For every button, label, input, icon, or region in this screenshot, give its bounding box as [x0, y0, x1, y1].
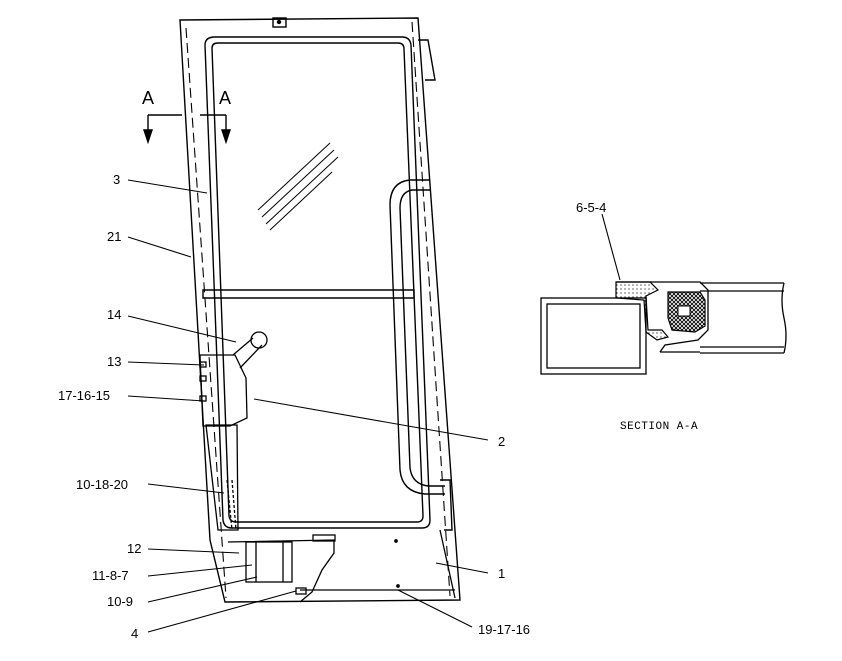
callout-2: 2	[498, 434, 505, 449]
window-frame	[202, 36, 431, 529]
callout-3: 3	[113, 172, 120, 187]
section-callout-6-5-4: 6-5-4	[576, 200, 606, 215]
callout-1: 1	[498, 566, 505, 581]
section-marker-left: A	[142, 88, 154, 108]
callout-4: 4	[131, 626, 138, 641]
grab-handle	[389, 179, 445, 495]
leader-lines	[127, 179, 621, 633]
bottom-box	[227, 529, 456, 603]
callout-21: 21	[107, 229, 121, 244]
section-title: SECTION A-A	[620, 421, 698, 433]
section-a-a-detail	[540, 281, 787, 375]
callout-14: 14	[107, 307, 121, 322]
callout-11-8-7: 11-8-7	[92, 568, 129, 583]
callout-17-16-15: 17-16-15	[58, 388, 110, 403]
section-marker-right: A	[219, 88, 231, 108]
callout-19-17-16: 19-17-16	[478, 622, 530, 637]
callout-10-18-20: 10-18-20	[76, 477, 128, 492]
door-outline	[179, 17, 461, 603]
section-seal	[615, 281, 706, 341]
callout-13: 13	[107, 354, 121, 369]
glass-reflection-lines	[257, 142, 339, 231]
callout-12: 12	[127, 541, 141, 556]
section-cut-marker	[143, 114, 231, 145]
mirror-lock-assembly	[199, 331, 268, 531]
callout-10-9: 10-9	[107, 594, 133, 609]
